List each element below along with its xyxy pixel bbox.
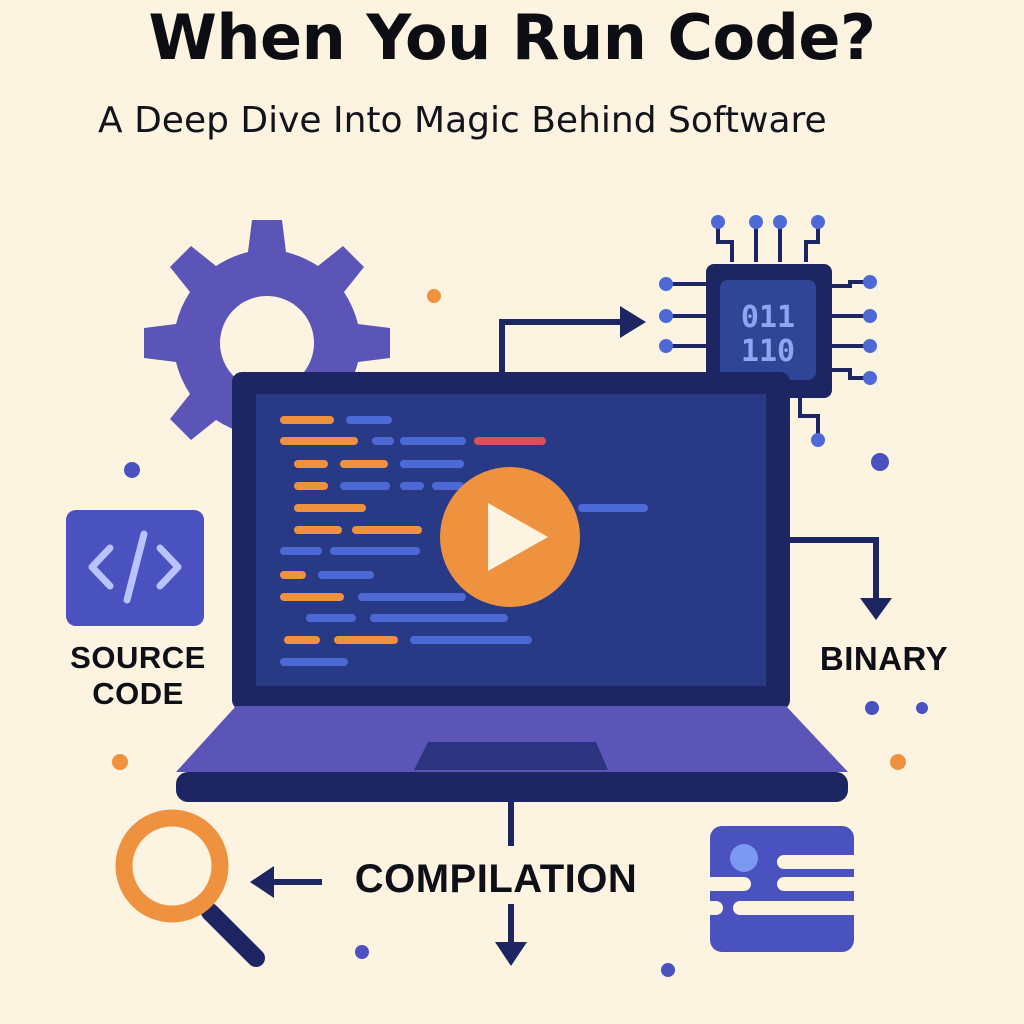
page-subtitle: A Deep Dive Into Magic Behind Software [98,100,827,141]
chip-line-1: 011 [741,300,795,335]
data-card-icon [683,826,891,952]
arrow-to-chip-head [620,306,646,338]
arrow-to-binary [790,537,879,600]
compilation-label: COMPILATION [354,857,638,901]
binary-chip-icon: 011 110 [659,215,877,447]
arrow-to-magnifier [250,866,322,898]
page-title: When You Run Code? [148,1,876,74]
arrow-to-chip [499,319,622,372]
source-code-label-line1: SOURCE [70,640,206,675]
binary-label: BINARY [819,640,949,677]
source-code-label: SOURCE CODE [60,640,216,712]
decorative-dots [112,289,928,977]
chip-line-2: 110 [741,334,795,369]
source-code-label-line2: CODE [92,676,184,711]
play-icon [440,467,580,607]
magnifier-icon [115,809,265,967]
compilation-arrow-head [495,942,527,966]
code-lines [280,416,648,666]
arrow-to-binary-head [860,598,892,620]
code-brackets-icon [66,510,204,626]
